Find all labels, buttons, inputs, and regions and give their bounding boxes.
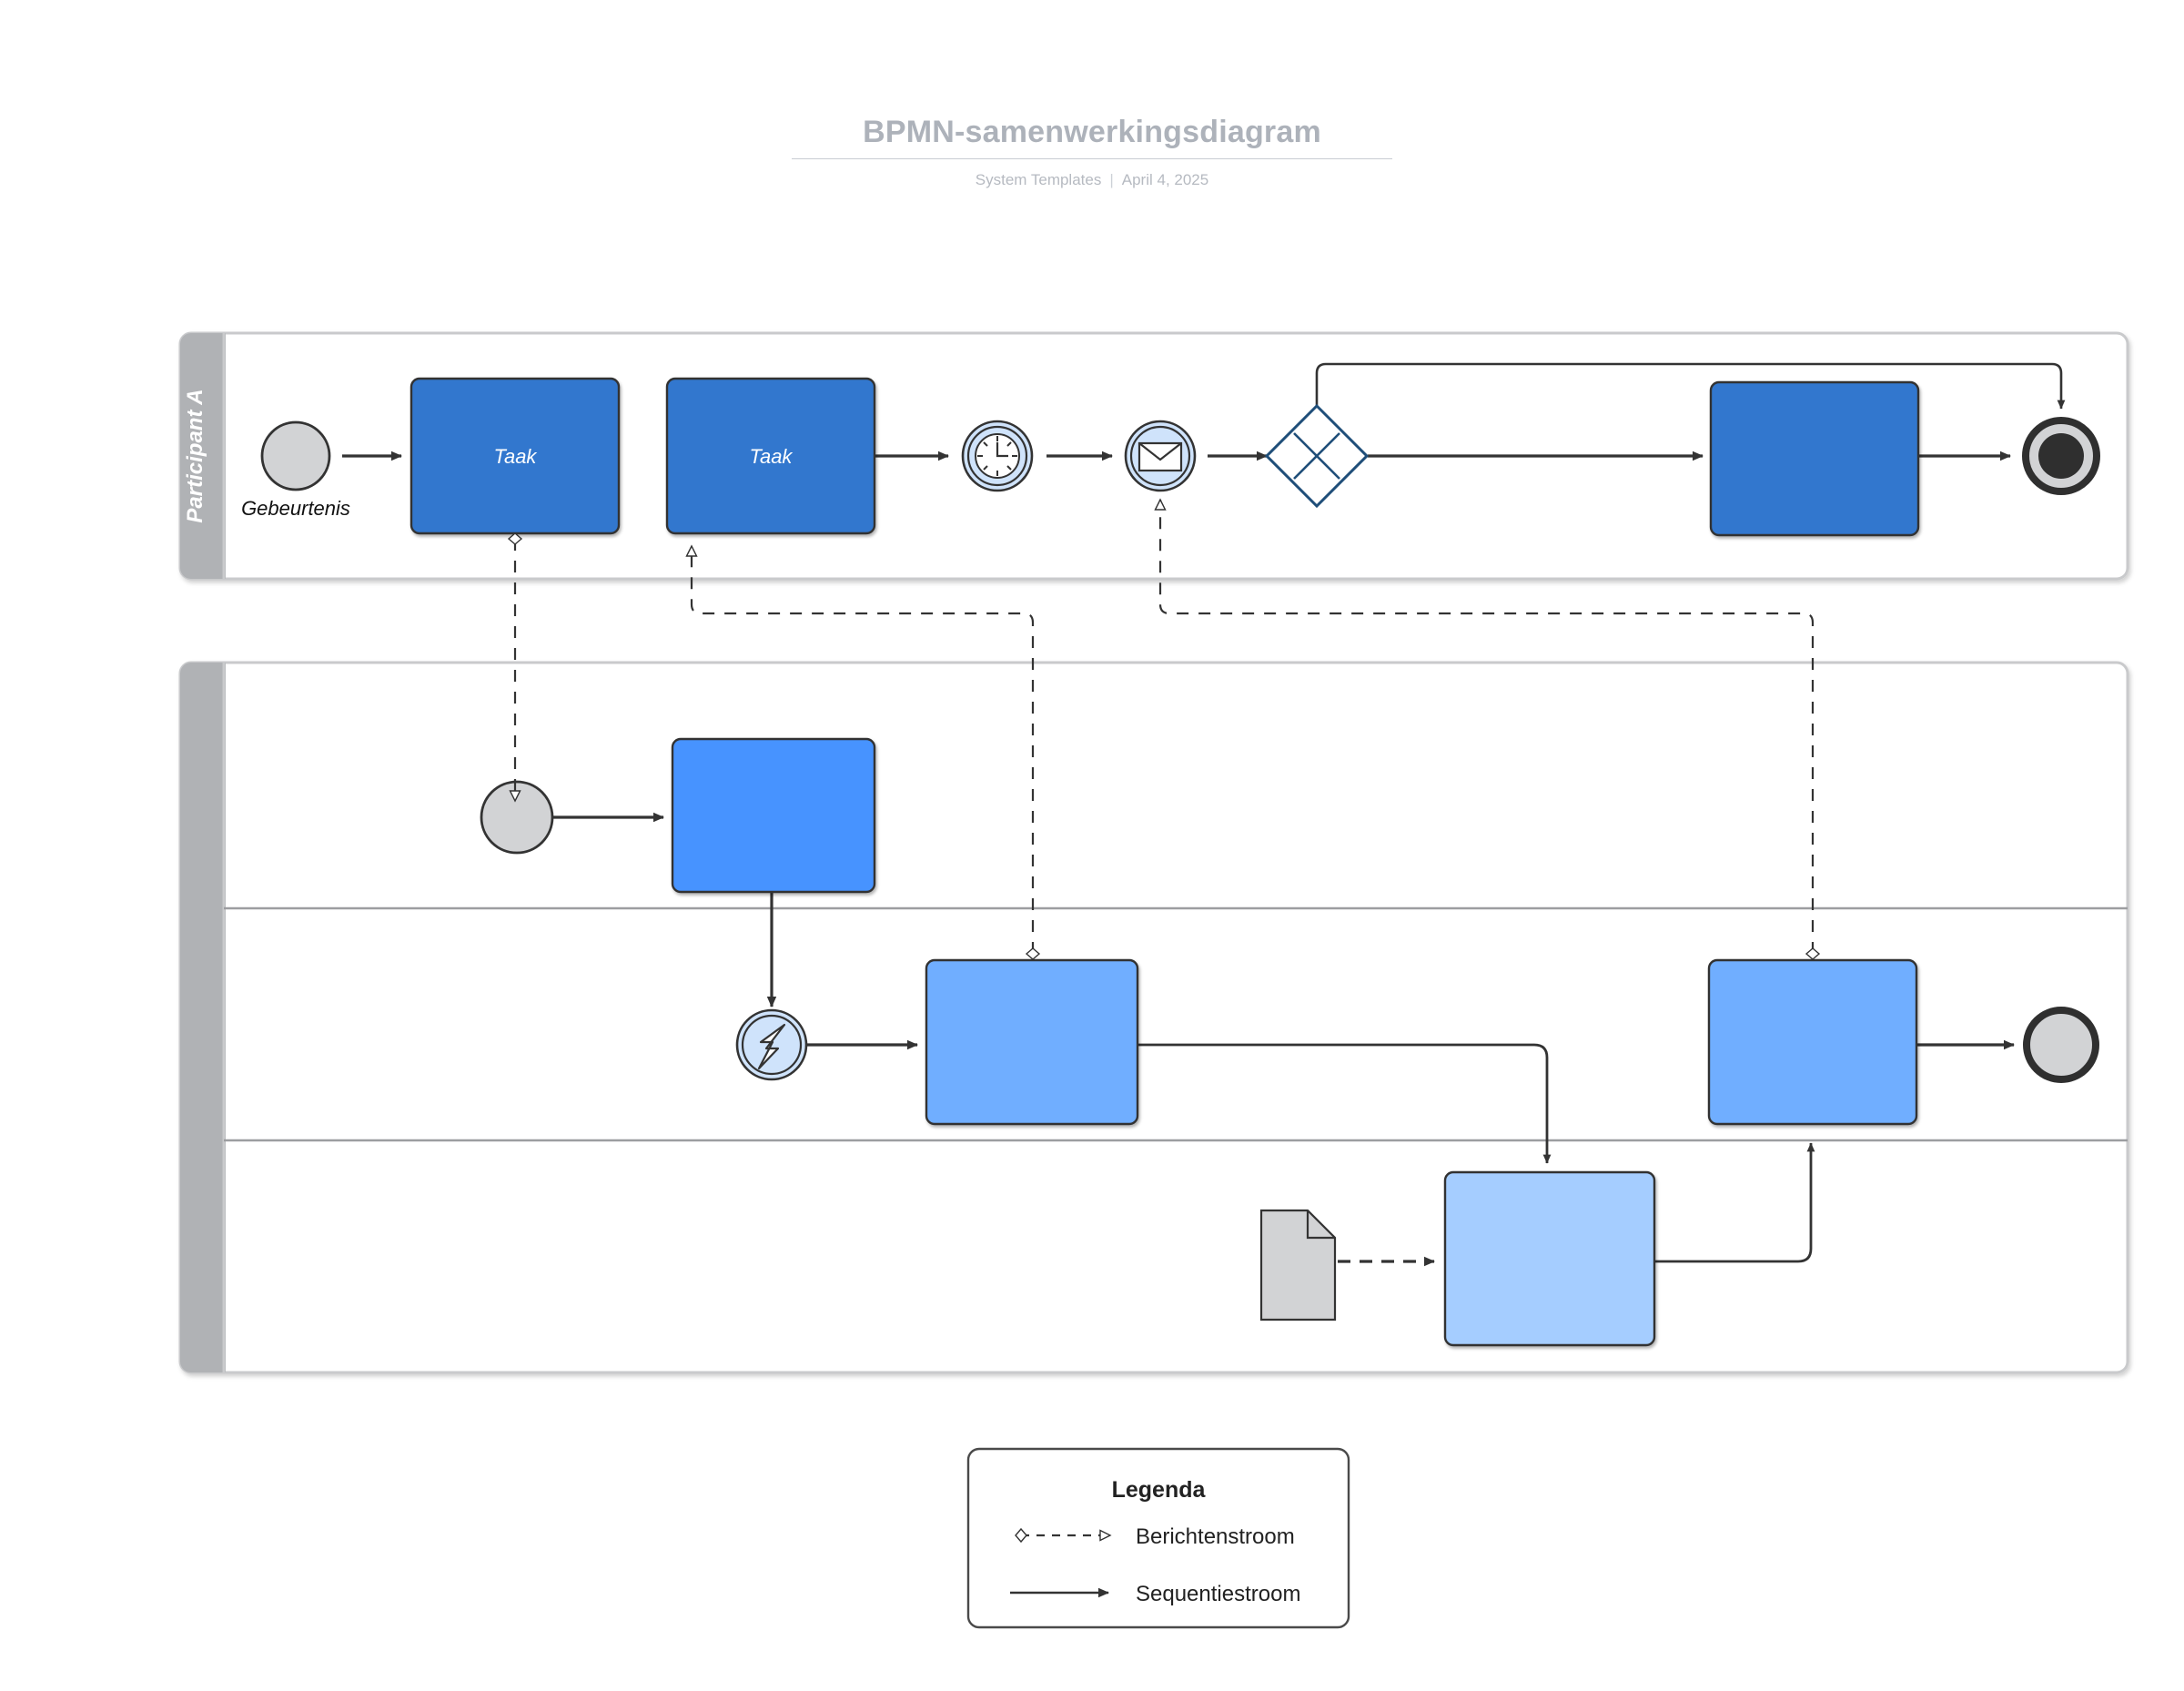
data-object-fold <box>1306 1210 1335 1240</box>
start-event-pool-b-circle <box>480 780 554 855</box>
legend-box[interactable]: Legenda Berichtenstroom Sequentiestroom <box>966 1447 1350 1629</box>
envelope-flap <box>1138 442 1182 461</box>
task-pool-b-lane3-box <box>1443 1170 1656 1347</box>
task-pool-b-lane1-box <box>671 737 876 894</box>
task-taak-1-label: Taak <box>494 445 538 468</box>
task-pool-b-lane2-right-box <box>1707 958 1918 1126</box>
legend-sequence-flow: Sequentiestroom <box>1010 1582 1300 1606</box>
pool-a-sequence-flows <box>342 362 2066 461</box>
data-object-shape <box>1259 1209 1337 1321</box>
task-taak-2[interactable]: Taak <box>665 377 876 535</box>
task-pool-b-lane2-left-box <box>925 958 1139 1126</box>
seq-gateway-to-end-bypass <box>1315 362 2066 410</box>
escalation-intermediate-event[interactable] <box>735 1008 808 1081</box>
gateway-cross-b <box>1293 432 1340 480</box>
clock-hands <box>996 442 1008 458</box>
message-flows <box>507 498 1821 960</box>
seq-lane3-task-to-right-task <box>1654 1142 1815 1263</box>
task-unlabeled-1[interactable] <box>1709 380 1920 537</box>
data-object-artifact[interactable] <box>1259 1209 1337 1321</box>
start-event-label: Gebeurtenis <box>241 497 350 520</box>
task-unlabeled-1-box <box>1709 380 1920 537</box>
clock-ticks <box>977 436 1017 476</box>
task-pool-b-lane3[interactable] <box>1443 1170 1656 1347</box>
task-pool-b-lane2-left[interactable] <box>925 958 1139 1126</box>
legend-title: Legenda <box>1112 1477 1207 1503</box>
timer-intermediate-event[interactable] <box>961 420 1034 492</box>
task-taak-1[interactable]: Taak <box>410 377 621 535</box>
end-event-pool-b[interactable] <box>2023 1007 2099 1083</box>
task-taak-2-label: Taak <box>750 445 794 468</box>
lightning-bolt-icon <box>757 1023 786 1070</box>
terminate-inner-disc <box>2038 433 2084 479</box>
terminate-end-event[interactable] <box>2022 417 2100 495</box>
pool-a-header-fill <box>209 333 226 579</box>
start-event-circle <box>260 420 331 491</box>
task-taak-2-box <box>665 377 876 535</box>
pool-a-label: Participant A <box>183 389 207 522</box>
message-flow-lane2task-to-task2 <box>685 544 1041 960</box>
complex-gateway[interactable] <box>1264 403 1370 509</box>
start-event-pool-b[interactable] <box>480 780 554 855</box>
message-intermediate-event[interactable] <box>1124 420 1197 492</box>
seq-task-to-lane3-task <box>1136 1043 1552 1164</box>
legend-border <box>966 1447 1350 1629</box>
legend-message-flow: Berichtenstroom <box>1015 1524 1295 1549</box>
pool-b-header-fill <box>209 663 226 1372</box>
message-flow-righttask-to-message-event <box>1154 498 1821 960</box>
start-event-gebeurtenis[interactable]: Gebeurtenis <box>241 420 350 520</box>
end-event-pool-b-circle <box>2023 1007 2099 1083</box>
legend-sequence-flow-label: Sequentiestroom <box>1136 1582 1300 1606</box>
task-pool-b-lane2-right[interactable] <box>1707 958 1918 1126</box>
task-pool-b-lane1[interactable] <box>671 737 876 894</box>
legend-message-flow-label: Berichtenstroom <box>1136 1524 1295 1549</box>
